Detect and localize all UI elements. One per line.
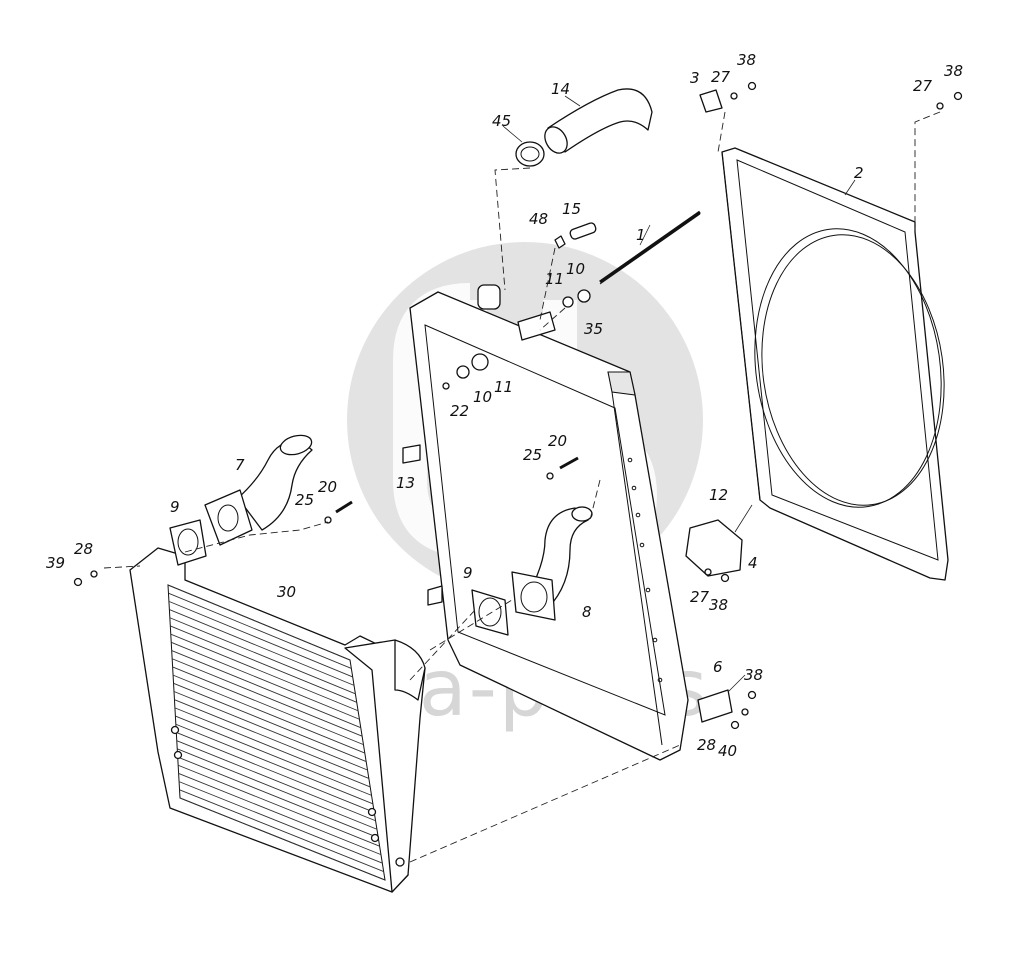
label-28-bottom: 28: [697, 736, 716, 754]
intercooler-fin: [178, 781, 383, 864]
intercooler-fin: [177, 748, 378, 830]
label-8: 8: [582, 603, 592, 621]
leader-lines: [502, 95, 856, 693]
assembly-lines: [103, 111, 941, 863]
intercooler-fin: [170, 625, 357, 703]
bolt-20-right-part: [559, 456, 579, 470]
intercooler-fin: [177, 756, 379, 839]
label-2: 2: [854, 164, 864, 182]
label-4: 4: [748, 554, 758, 572]
clamp-45-part: [515, 141, 545, 167]
pipe-15-part: [569, 222, 597, 240]
washer-10-part: [577, 289, 591, 303]
label-27-right: 27: [913, 77, 933, 95]
intercooler-core-part: [129, 547, 426, 893]
intercooler-fin: [171, 650, 361, 729]
label-30: 30: [277, 583, 296, 601]
label-3: 3: [690, 69, 700, 87]
label-14: 14: [551, 80, 570, 98]
intercooler-fin: [171, 658, 363, 737]
washer-25-right-part: [546, 472, 554, 480]
bracket-12-part: [685, 519, 743, 577]
label-6: 6: [713, 658, 723, 676]
label-9-left: 9: [170, 498, 180, 516]
label-45: 45: [492, 112, 511, 130]
intercooler-fin: [169, 617, 356, 695]
intercooler-fin: [172, 674, 365, 754]
label-20-left: 20: [318, 478, 337, 496]
label-9-right: 9: [463, 564, 473, 582]
intercooler-fin: [175, 715, 372, 796]
label-28-left: 28: [74, 540, 93, 558]
bolt-39-part: [73, 577, 83, 587]
washer-11-part: [562, 296, 574, 308]
label-10-top: 10: [566, 260, 585, 278]
intercooler-fin: [168, 600, 353, 678]
label-39: 39: [46, 554, 65, 572]
intercooler-fin: [175, 723, 374, 805]
intercooler-fin: [172, 666, 364, 746]
intercooler-fin: [173, 682, 367, 762]
intercooler-fin: [169, 609, 355, 686]
washer-28-left-part: [90, 570, 98, 578]
label-27-bracket: 27: [690, 588, 710, 606]
label-38-top: 38: [737, 51, 756, 69]
intercooler-fin: [177, 764, 380, 847]
fan-shroud-part: [721, 147, 949, 581]
washer-27-right-part: [936, 102, 944, 110]
intercooler-fin: [174, 699, 370, 779]
label-22: 22: [450, 402, 469, 420]
rod-1-part: [599, 210, 701, 284]
bolt-20-left-part: [335, 500, 353, 514]
bolt-38-top-part: [747, 81, 757, 91]
intercooler-fin: [178, 773, 382, 856]
bolt-38-right-part: [953, 91, 963, 101]
gasket-9-right-part: [471, 589, 509, 636]
part-labels: 1 2 3 4 6 7 8 9 9 10 10 11 11 12 13 14 1…: [46, 51, 963, 760]
label-13: 13: [396, 474, 415, 492]
label-40: 40: [718, 742, 737, 760]
washer-27-top-part: [730, 92, 738, 100]
intercooler-fin: [168, 592, 352, 669]
frame-bolt-holes: [627, 457, 663, 683]
label-25-left: 25: [295, 491, 314, 509]
elbow-pipe-7-part: [204, 434, 313, 546]
label-7: 7: [235, 456, 245, 474]
label-11-frame: 11: [494, 378, 513, 396]
intercooler-fin: [176, 740, 376, 822]
intercooler-fins: [167, 584, 386, 881]
label-15: 15: [562, 200, 581, 218]
label-1: 1: [636, 226, 646, 244]
label-35: 35: [584, 320, 603, 338]
intercooler-fin: [174, 707, 371, 788]
label-38-right: 38: [944, 62, 963, 80]
bracket-6-part: [697, 689, 733, 723]
intercooler-fin: [173, 691, 368, 771]
intercooler-fin: [167, 584, 351, 661]
bracket-3-part: [699, 89, 723, 113]
intercooler-fin: [176, 732, 375, 813]
intercooler-fin: [171, 641, 360, 720]
label-38-bottom: 38: [744, 666, 763, 684]
label-25-right: 25: [523, 446, 542, 464]
label-27-top: 27: [711, 68, 731, 86]
label-12: 12: [709, 486, 728, 504]
label-10-frame: 10: [473, 388, 492, 406]
label-11-top: 11: [545, 270, 564, 288]
elbow-pipe-8-part: [511, 506, 593, 621]
intercooler-fin: [179, 789, 384, 872]
fitting-48-part: [554, 235, 566, 249]
intercooler-fin: [170, 633, 359, 712]
hose-14-part: [544, 88, 653, 154]
label-48: 48: [529, 210, 548, 228]
washer-25-left-part: [324, 516, 332, 524]
label-20-right: 20: [548, 432, 567, 450]
gasket-9-left-part: [169, 519, 207, 566]
label-38-bracket: 38: [709, 596, 728, 614]
intercooler-fin: [179, 797, 386, 881]
